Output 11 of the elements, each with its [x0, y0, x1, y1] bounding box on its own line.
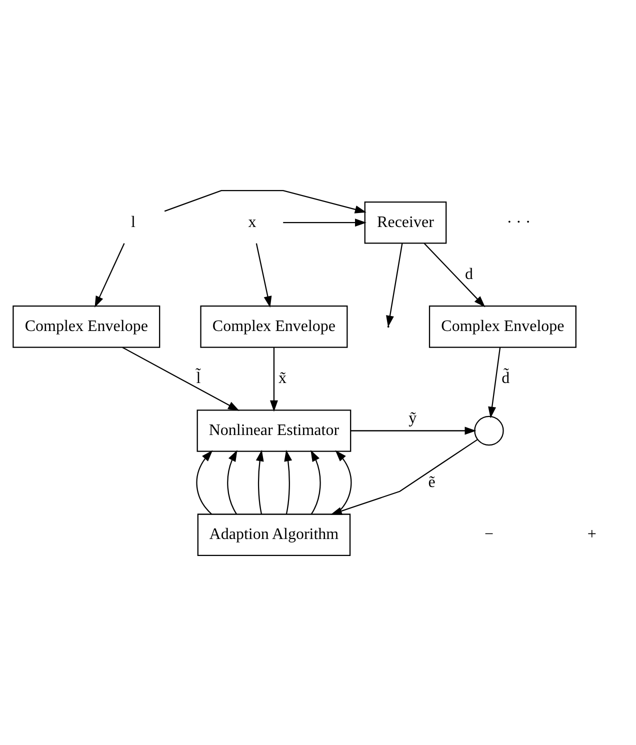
label: · · ·: [506, 213, 531, 230]
edge-label: d̃: [502, 369, 510, 386]
node-text: l: [131, 213, 136, 230]
node-text: x: [248, 213, 256, 230]
edge-label: l̃: [196, 369, 201, 386]
edge-label: x̃: [278, 369, 287, 386]
edge-label: d: [464, 265, 473, 282]
label: +: [587, 526, 596, 543]
label: −: [484, 526, 494, 543]
edge-label: ỹ: [408, 409, 417, 426]
edge-label: ẽ: [428, 474, 436, 491]
